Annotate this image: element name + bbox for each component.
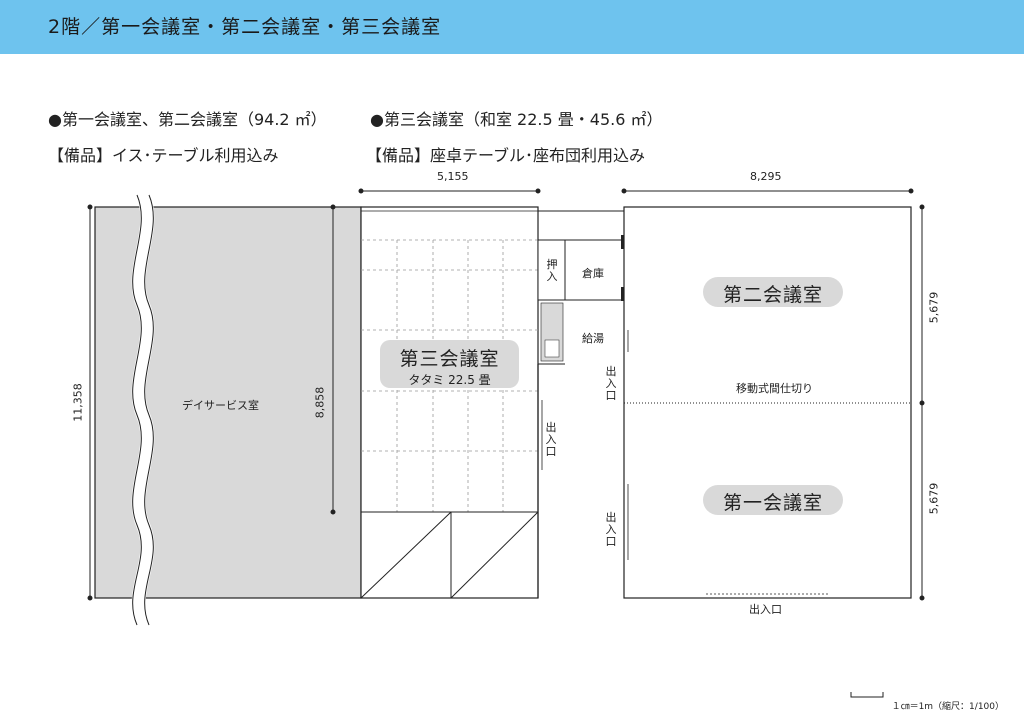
dim-right-lower: 5,679 bbox=[927, 482, 941, 515]
room12-outline bbox=[623, 206, 912, 599]
dim-top-right: 8,295 bbox=[750, 170, 782, 183]
entrance-label-bottom: 出入口 bbox=[749, 603, 782, 616]
room3-sub: タタミ 22.5 畳 bbox=[408, 373, 491, 387]
page-title: 2階／第一会議室・第二会議室・第三会議室 bbox=[48, 16, 442, 38]
scale-note: １㎝＝1m（縮尺：1/100） bbox=[891, 702, 1004, 712]
break-line-fill bbox=[131, 192, 155, 628]
storage-label: 倉庫 bbox=[582, 267, 604, 280]
dim-top-left: 5,155 bbox=[437, 170, 469, 183]
info-room12: ●第一会議室、第二会議室（94.2 ㎡） bbox=[48, 110, 327, 129]
header-bar: 2階／第一会議室・第二会議室・第三会議室 bbox=[0, 0, 1024, 54]
entrance-label-room2-left: 出入口 bbox=[605, 365, 617, 402]
kyuto-label: 給湯 bbox=[582, 332, 604, 345]
dimension-lines bbox=[87, 188, 925, 601]
scale-bar bbox=[850, 692, 884, 698]
break-line-right bbox=[144, 194, 154, 626]
dim-right-upper: 5,679 bbox=[927, 291, 941, 324]
room3-outline bbox=[360, 206, 539, 599]
dim-left-total: 11,358 bbox=[71, 383, 85, 422]
room1-pill: 第一会議室 bbox=[703, 485, 843, 515]
storage-box bbox=[564, 239, 625, 301]
room2-name: 第二会議室 bbox=[722, 284, 823, 306]
room2-pill: 第二会議室 bbox=[703, 277, 843, 307]
partition-label: 移動式間仕切り bbox=[736, 382, 813, 395]
room3-pill: 第三会議室 タタミ 22.5 畳 bbox=[380, 340, 519, 388]
info-room3: ●第三会議室（和室 22.5 畳・45.6 ㎡） bbox=[370, 110, 663, 129]
info-room12-equipment: 【備品】イス･テーブル利用込み bbox=[48, 146, 279, 165]
entrance-label-room3: 出入口 bbox=[545, 421, 557, 458]
break-line-left bbox=[132, 194, 142, 626]
entrance-label-room1-left: 出入口 bbox=[605, 511, 617, 548]
oshiire-label: 押入 bbox=[546, 258, 558, 283]
room1-name: 第一会議室 bbox=[722, 492, 823, 514]
info-room3-equipment: 【備品】座卓テーブル･座布団利用込み bbox=[366, 146, 646, 165]
room3-name: 第三会議室 bbox=[399, 348, 500, 370]
day-service-label: デイサービス室 bbox=[182, 399, 259, 412]
oshiire-box bbox=[537, 239, 566, 301]
dim-inner-left: 8,858 bbox=[313, 386, 327, 419]
